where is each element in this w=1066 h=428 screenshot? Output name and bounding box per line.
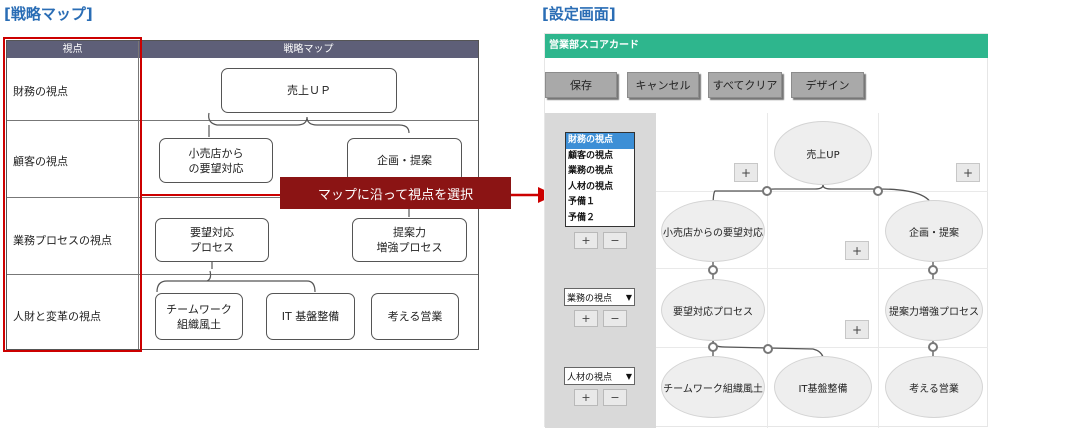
add-node-button[interactable]: + [734,163,758,182]
node-thinking-sales[interactable]: 考える営業 [885,356,983,418]
save-button[interactable]: 保存 [545,72,617,98]
map-grid: 売上UP 小売店からの要望対応 企画・提案 要望対応プロセス 提案力増強プロセス… [545,113,988,428]
grid-line [878,113,879,428]
connector-handle[interactable] [873,186,883,196]
row-label-process: 業務プロセスの視点 [13,234,112,247]
grid-line [656,191,988,192]
node-request-process[interactable]: 要望対応プロセス [661,279,765,341]
dropdown-option[interactable]: 予備２ [568,212,596,223]
scorecard-header: 営業部スコアカード [545,34,988,58]
select-value: 人材の視点 [567,372,613,383]
row-divider [7,197,478,198]
settings-screen-title: [設定画面] [542,5,616,23]
connector-handle[interactable] [928,342,938,352]
dropdown-option[interactable]: 人材の視点 [568,181,614,192]
strategy-map-title: [戦略マップ] [4,5,93,23]
row-label-finance: 財務の視点 [13,85,68,98]
perspective-header: 視点 [7,41,138,58]
node-sales-up[interactable]: 売上UP [774,121,872,185]
cancel-button[interactable]: キャンセル [627,72,699,98]
perspective-select[interactable]: 業務の視点 ▼ [564,288,635,306]
connector-handle[interactable] [708,265,718,275]
connector-handle[interactable] [763,344,773,354]
remove-row-button[interactable]: − [603,389,627,406]
add-row-button[interactable]: + [574,232,598,249]
node-thinking-sales: 考える営業 [371,293,459,340]
remove-row-button[interactable]: − [603,232,627,249]
callout-label: マップに沿って視点を選択 [280,177,511,209]
add-node-button[interactable]: + [845,241,869,260]
map-header: 戦略マップ [139,41,478,58]
connector-handle[interactable] [708,342,718,352]
grid-line [767,113,768,428]
grid-line [656,268,988,269]
add-row-button[interactable]: + [574,389,598,406]
node-planning-proposal[interactable]: 企画・提案 [885,200,983,262]
dropdown-option[interactable]: 顧客の視点 [568,150,614,161]
dropdown-option[interactable]: 業務の視点 [568,166,614,176]
perspective-dropdown-list[interactable]: 財務の視点 顧客の視点 業務の視点 人材の視点 予備１ 予備２ [565,132,635,227]
dropdown-option[interactable]: 財務の視点 [566,133,634,149]
grid-line [656,347,988,348]
connector-handle[interactable] [928,265,938,275]
node-teamwork[interactable]: チームワーク組織風土 [661,356,765,418]
node-planning-proposal: 企画・提案 [347,138,462,183]
node-sales-up: 売上ＵＰ [221,68,397,113]
add-node-button[interactable]: + [845,320,869,339]
row-divider [7,120,478,121]
node-retail-request: 小売店から の要望対応 [159,138,273,183]
row-divider [7,274,478,275]
node-it-infrastructure: IT 基盤整備 [266,293,355,340]
chevron-down-icon: ▼ [625,292,632,302]
node-request-process: 要望対応 プロセス [155,218,269,262]
node-retail-request[interactable]: 小売店からの要望対応 [661,200,765,262]
perspective-select[interactable]: 人材の視点 ▼ [564,367,635,385]
remove-row-button[interactable]: − [603,310,627,327]
column-divider [138,41,139,349]
select-value: 業務の視点 [567,293,613,304]
clear-all-button[interactable]: すべてクリア [708,72,782,98]
row-label-customer: 顧客の視点 [13,155,68,168]
add-row-button[interactable]: + [574,310,598,327]
node-proposal-power: 提案力 増強プロセス [352,218,467,262]
node-it-infrastructure[interactable]: IT基盤整備 [774,356,872,418]
connector-handle[interactable] [762,186,772,196]
dropdown-option[interactable]: 予備１ [568,197,596,207]
row-label-learning: 人財と変革の視点 [13,310,101,323]
add-node-button[interactable]: + [956,163,980,182]
node-proposal-power[interactable]: 提案力増強プロセス [885,279,983,341]
map-connectors [156,112,410,293]
design-button[interactable]: デザイン [791,72,864,98]
node-teamwork: チームワーク 組織風土 [155,293,243,340]
chevron-down-icon: ▼ [625,371,632,381]
settings-panel: 営業部スコアカード 保存 キャンセル すべてクリア デザイン 売上UP 小売店か… [544,33,988,428]
